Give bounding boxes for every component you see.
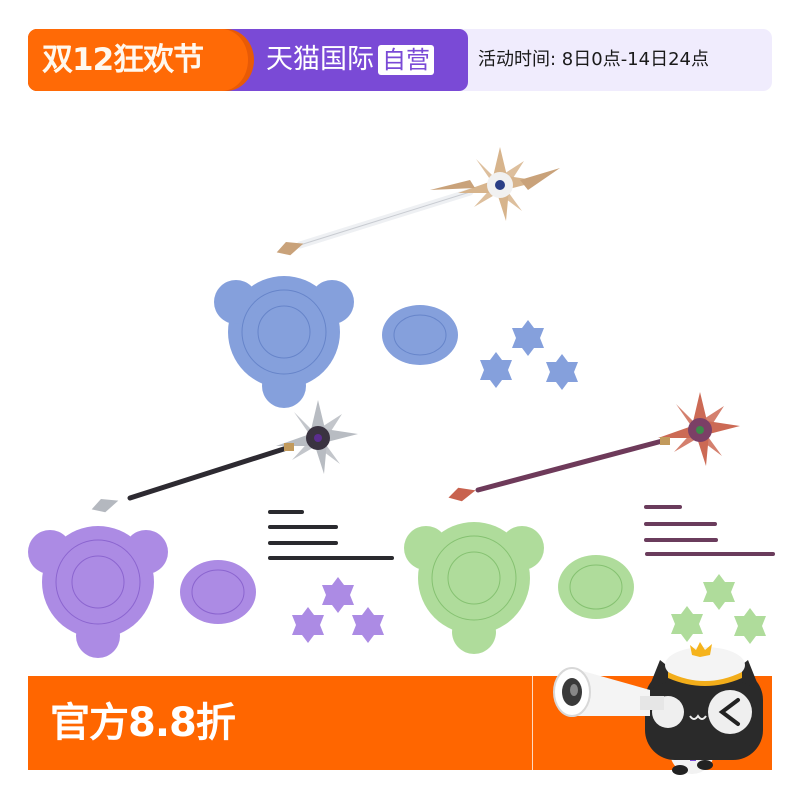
rods-purple — [644, 505, 775, 556]
base-set-green — [404, 522, 766, 654]
event-section — [28, 29, 248, 91]
rods-black — [268, 510, 394, 560]
event-label: 双12狂欢节 — [42, 42, 204, 78]
base-set-purple — [28, 526, 384, 658]
base-set-blue — [214, 276, 578, 408]
brand-label-wrap: 天猫国际 自营 — [266, 29, 434, 91]
staff-gold-white — [274, 147, 560, 259]
staff-red-purple — [446, 392, 740, 505]
activity-time: 活动时间: 8日0点-14日24点 — [478, 49, 709, 70]
discount-label: 官方8.8折 — [50, 700, 236, 746]
banner-divider — [532, 676, 533, 770]
self-operated-badge: 自营 — [378, 45, 434, 75]
tmall-cat-mascot-icon — [553, 642, 763, 775]
staff-black-silver — [89, 400, 358, 516]
product-image — [28, 147, 775, 658]
promo-banner: 双12狂欢节 天猫国际 自营 活动时间: 8日0点-14日24点 — [28, 29, 772, 91]
brand-label: 天猫国际 — [266, 44, 374, 75]
